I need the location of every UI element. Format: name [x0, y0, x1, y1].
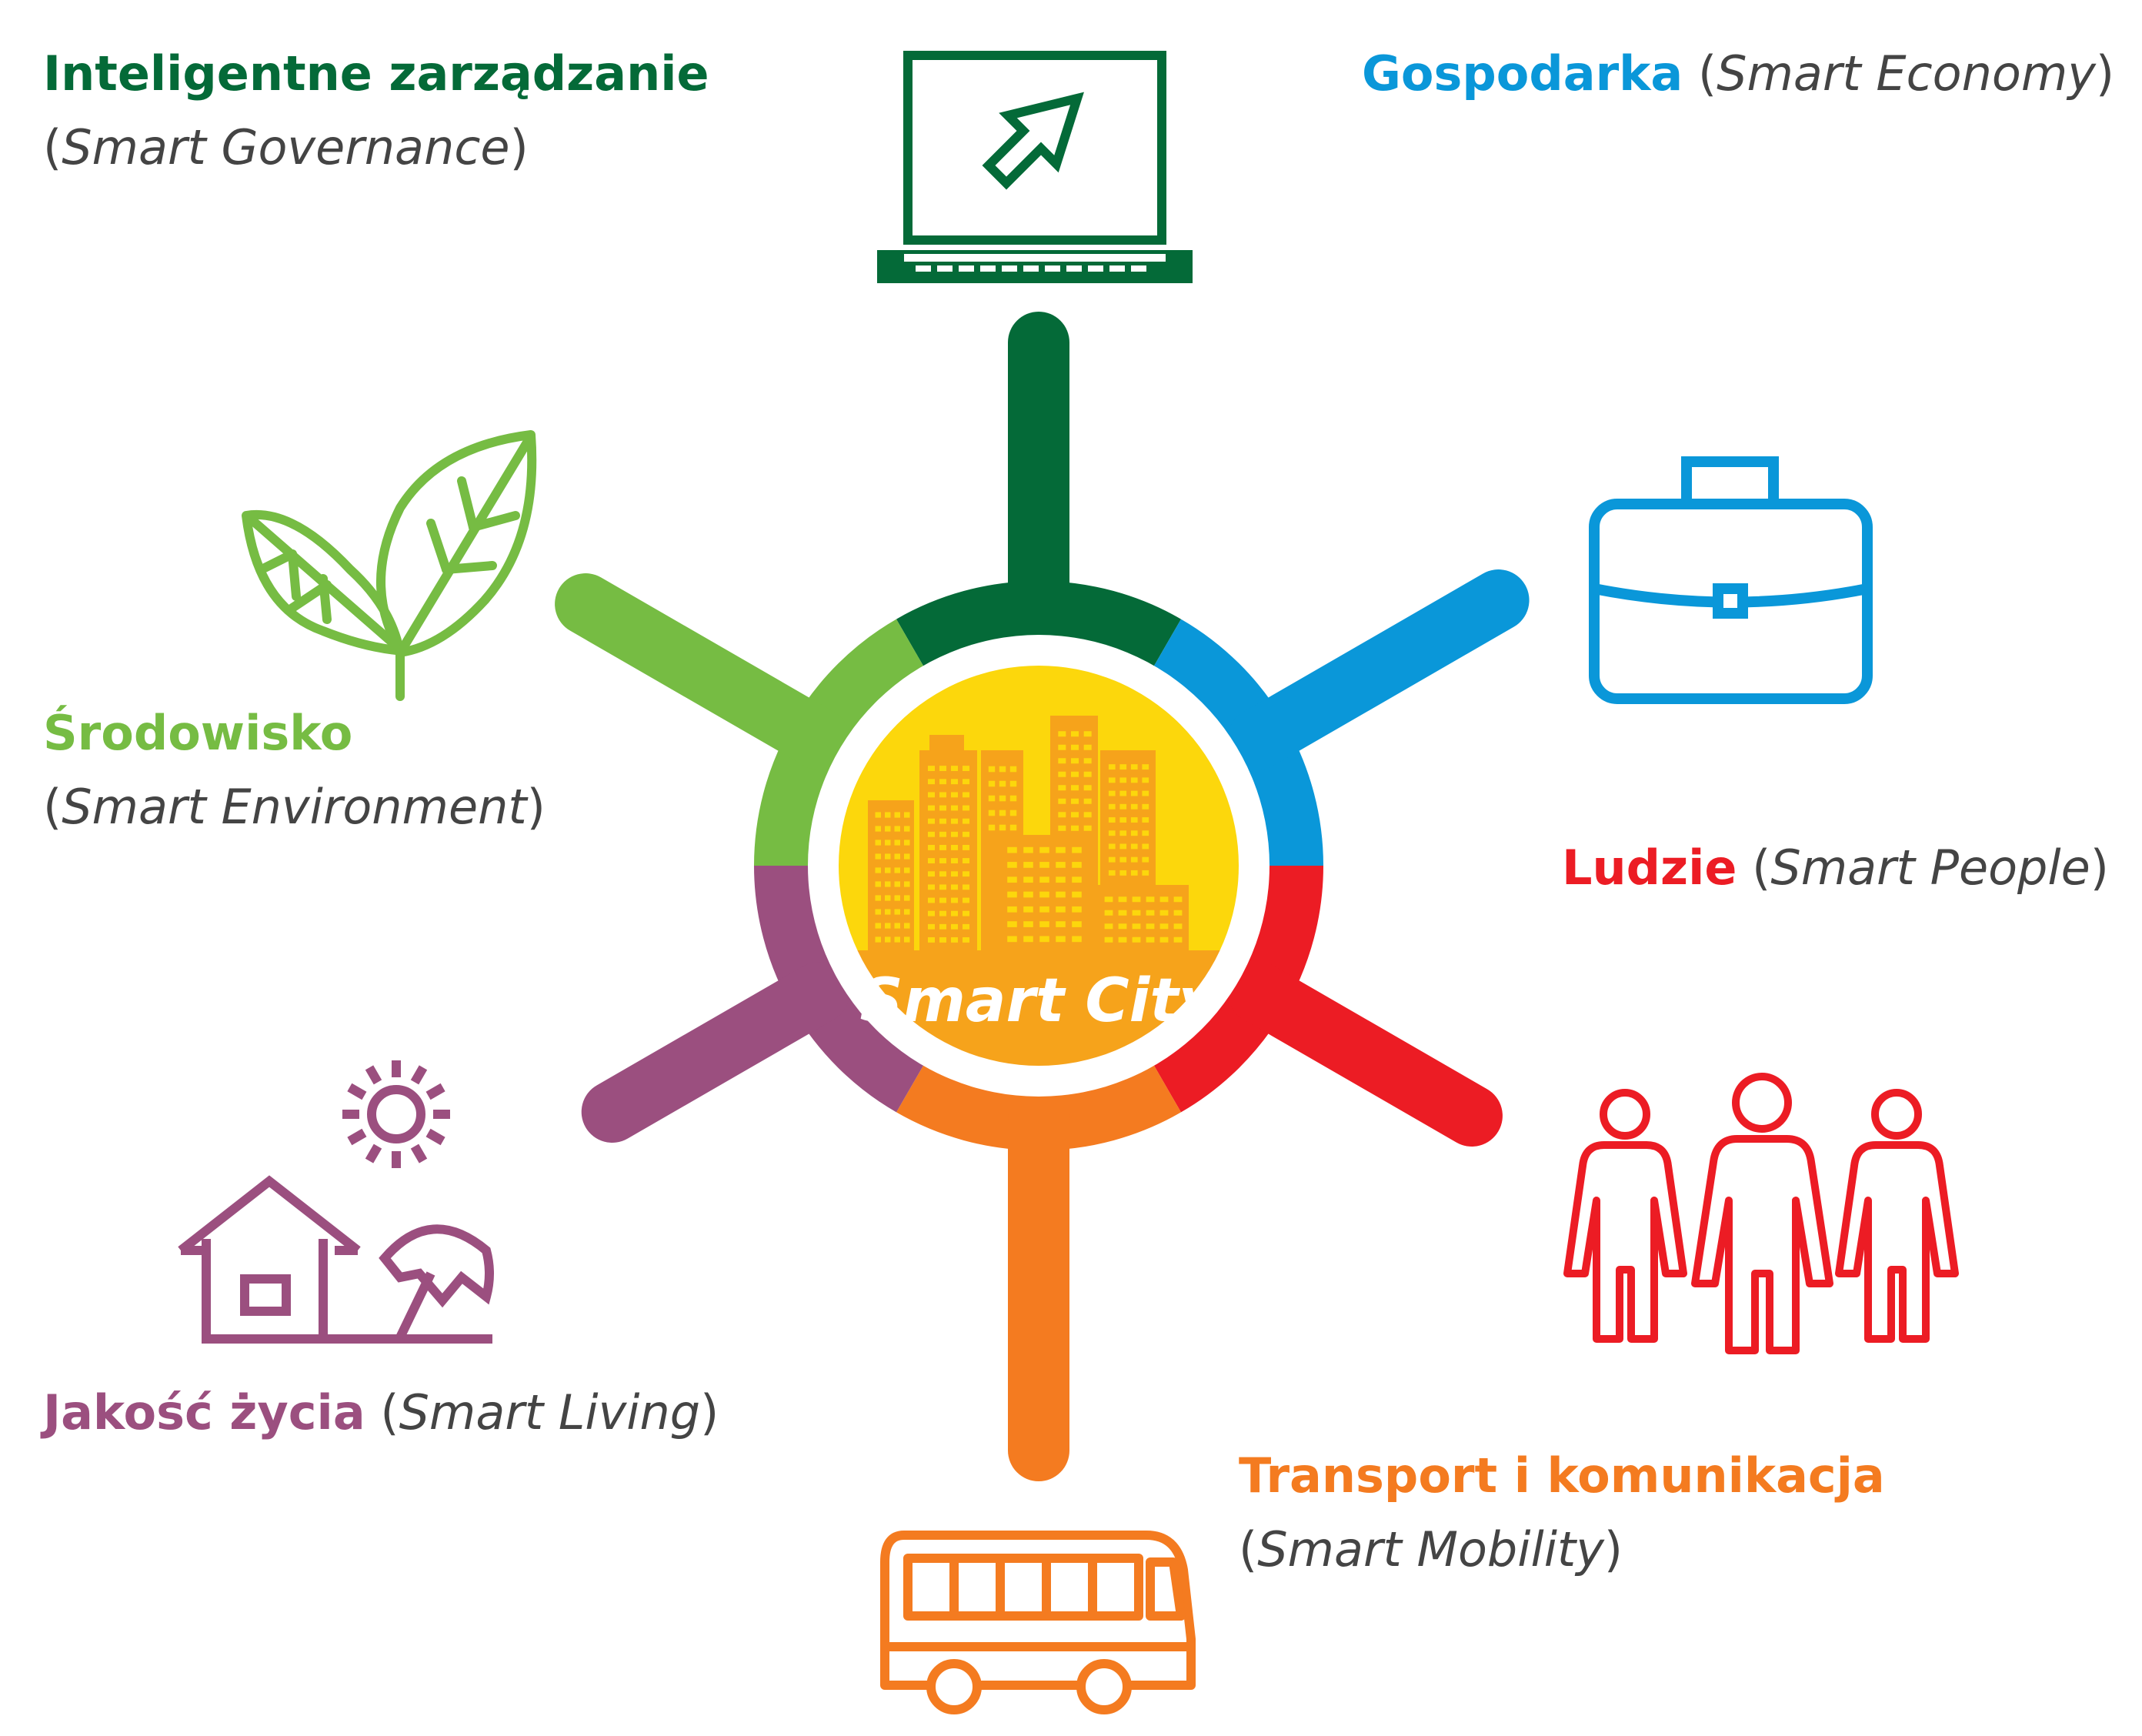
label-people: Ludzie (Smart People)	[1562, 840, 2109, 896]
people-subtitle: Smart People	[1770, 840, 2090, 896]
environment-title: Środowisko	[43, 705, 353, 761]
label-economy: Gospodarka (Smart Economy)	[1362, 45, 2115, 102]
label-governance: Inteligentne zarządzanie (Smart Governan…	[43, 45, 709, 175]
bus-icon	[880, 1531, 1196, 1714]
spoke-line-living	[581, 962, 850, 1143]
governance-title: Inteligentne zarządzanie	[43, 45, 709, 102]
center-label: Smart City	[859, 966, 1219, 1036]
economy-title: Gospodarka	[1362, 45, 1683, 102]
spoke-line-people	[1227, 962, 1503, 1147]
leaves-icon	[242, 430, 537, 701]
environment-subtitle: Smart Environment	[62, 779, 527, 835]
spoke-line-economy	[1227, 569, 1530, 770]
spokes	[555, 312, 1530, 1481]
laptop-cursor-icon	[877, 51, 1193, 283]
label-environment: Środowisko (Smart Environment)	[43, 705, 546, 835]
governance-subtitle: Smart Governance	[62, 119, 510, 175]
spoke-line-environment	[555, 573, 850, 770]
mobility-subtitle: Smart Mobility	[1257, 1521, 1604, 1577]
house-sun-umbrella-icon	[178, 1060, 494, 1344]
economy-subtitle: Smart Economy	[1717, 45, 2096, 102]
center-circle: Smart City	[808, 635, 1270, 1097]
mobility-title: Transport i komunikacja	[1239, 1447, 1885, 1504]
people-title: Ludzie	[1562, 840, 1737, 896]
living-subtitle: Smart Living	[399, 1384, 701, 1441]
label-living: Jakość życia (Smart Living)	[43, 1384, 719, 1441]
label-mobility: Transport i komunikacja (Smart Mobility)	[1239, 1447, 1885, 1577]
living-title: Jakość życia	[43, 1384, 365, 1441]
briefcase-icon	[1589, 456, 1873, 704]
people-group-icon	[1563, 1073, 1959, 1354]
